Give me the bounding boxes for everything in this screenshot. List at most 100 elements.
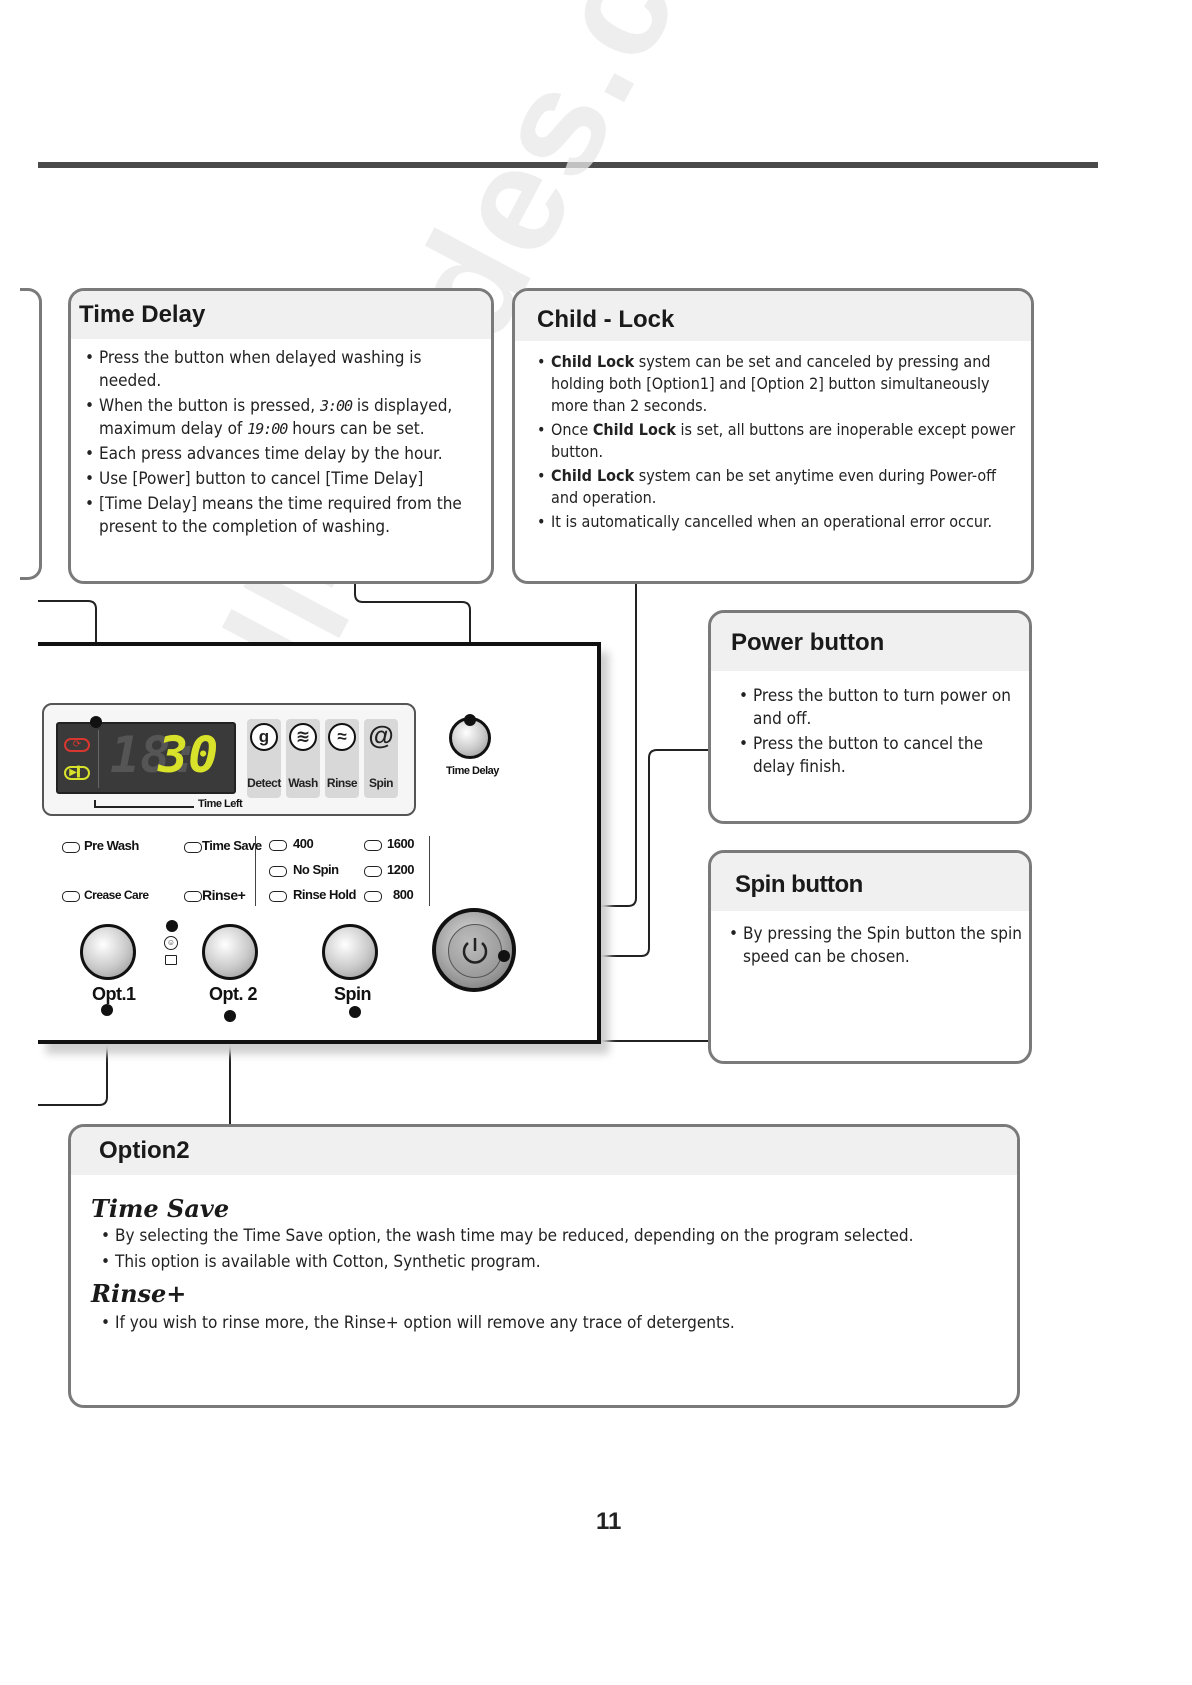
speed-label: No Spin [293, 862, 339, 877]
spin-button-box: Spin button By pressing the Spin button … [708, 850, 1032, 1064]
header-rule [38, 162, 1098, 168]
time-save-bullet-1: By selecting the Time Save option, the w… [97, 1225, 999, 1248]
power-button-bullet-2: Press the button to cancel the delay fin… [735, 733, 1019, 779]
connector-dot [166, 920, 178, 932]
time-delay-bullet-3: Each press advances time delay by the ho… [81, 443, 481, 466]
child-lock-title: Child - Lock [515, 291, 1031, 341]
spin-button-list: By pressing the Spin button the spin spe… [711, 911, 1029, 969]
option2-title: Option2 [71, 1127, 1017, 1175]
led-pre-wash [62, 842, 80, 853]
rinse-icon: ≈ [328, 723, 356, 751]
panel-divider [429, 836, 430, 906]
led-speed-800 [364, 891, 382, 902]
program-spin: @ Spin [364, 719, 398, 798]
program-detect: g Detect [247, 719, 281, 798]
connector-dot [224, 1010, 236, 1022]
child-lock-bullet-3: Child Lock system can be set anytime eve… [533, 465, 1017, 509]
power-knob[interactable] [432, 908, 516, 992]
rinse-plus-list: If you wish to rinse more, the Rinse+ op… [91, 1312, 999, 1335]
play-pause-icon: ▶▍ [64, 766, 90, 780]
program-label: Detect [247, 776, 281, 790]
program-rinse: ≈ Rinse [325, 719, 359, 798]
option2-box: Option2 Time Save By selecting the Time … [68, 1124, 1020, 1408]
connector-dot [349, 1006, 361, 1018]
child-lock-b2-pre: Once [551, 420, 589, 439]
child-lock-term: Child Lock [551, 466, 635, 485]
program-wash: ≋ Wash [286, 719, 320, 798]
connector-dot [498, 950, 510, 962]
spin-button-title: Spin button [711, 853, 1029, 911]
power-knob-inner [448, 924, 502, 978]
time-delay-b2-post: hours can be set. [292, 419, 425, 439]
left-box-edge [20, 288, 42, 580]
spin-icon: @ [368, 720, 394, 750]
time-delay-knob-label: Time Delay [446, 765, 499, 777]
delay-icon: ⟳ [64, 738, 90, 752]
time-save-heading: Time Save [91, 1194, 230, 1223]
lcd-divider [98, 730, 99, 788]
child-lock-term: Child Lock [551, 352, 635, 371]
power-button-list: Press the button to turn power on and of… [711, 671, 1029, 779]
time-left-line [94, 800, 96, 808]
time-save-list: By selecting the Time Save option, the w… [91, 1225, 999, 1274]
connector-dot [464, 714, 476, 726]
child-lock-bullet-4: It is automatically cancelled when an op… [533, 511, 1017, 533]
child-lock-padlock-icon [165, 955, 177, 965]
time-delay-display-3: 3:00 [319, 397, 353, 415]
lcd-digits-dim: 18: [110, 726, 201, 784]
child-lock-box: Child - Lock Child Lock system can be se… [512, 288, 1034, 584]
connector-dot [101, 1004, 113, 1016]
option2-label: Opt. 2 [209, 984, 258, 1004]
option2-knob[interactable] [202, 924, 258, 980]
connector-dot [90, 716, 102, 728]
time-delay-box: Time Delay Press the button when delayed… [68, 288, 494, 584]
child-lock-bullet-1: Child Lock system can be set and cancele… [533, 351, 1017, 417]
detect-icon: g [250, 723, 278, 751]
time-delay-b2-pre: When the button is pressed, [99, 396, 316, 416]
program-label: Spin [369, 776, 394, 790]
page-number: 11 [596, 1508, 622, 1535]
wash-icon: ≋ [289, 723, 317, 751]
speed-label: 400 [293, 836, 314, 851]
time-delay-b2-mid: is displayed, maximum delay of [99, 396, 453, 439]
rinse-plus-label: Rinse+ [202, 887, 246, 903]
lcd-display: ⟳ ▶▍ 18: 30 [56, 722, 236, 794]
time-delay-bullet-4: Use [Power] button to cancel [Time Delay… [81, 468, 481, 491]
panel-divider [255, 836, 256, 906]
time-save-bullet-2: This option is available with Cotton, Sy… [97, 1251, 999, 1274]
spin-label: Spin [334, 984, 372, 1004]
crease-care-label: Crease Care [84, 888, 149, 902]
lcd-digits-lit: 30 [158, 726, 219, 784]
child-lock-b1-text: system can be set and canceled by pressi… [551, 352, 991, 415]
led-crease-care [62, 891, 80, 902]
option1-label: Opt.1 [92, 984, 136, 1004]
child-lock-term: Child Lock [592, 420, 676, 439]
led-rinse-plus [184, 891, 202, 902]
power-icon [462, 938, 488, 964]
time-delay-display-19: 19:00 [247, 420, 288, 438]
speed-label: Rinse Hold [293, 887, 356, 902]
power-button-box: Power button Press the button to turn po… [708, 610, 1032, 824]
child-lock-list: Child Lock system can be set and cancele… [515, 341, 1031, 533]
led-speed-1600 [364, 840, 382, 851]
spin-button-bullet-1: By pressing the Spin button the spin spe… [725, 923, 1025, 969]
time-delay-bullet-5: [Time Delay] means the time required fro… [81, 493, 481, 539]
child-lock-bullet-2: Once Child Lock is set, all buttons are … [533, 419, 1017, 463]
option1-knob[interactable] [80, 924, 136, 980]
speed-label: 800 [393, 887, 414, 902]
spin-knob[interactable] [322, 924, 378, 980]
led-speed-1200 [364, 866, 382, 877]
pre-wash-label: Pre Wash [84, 838, 139, 853]
time-left-line [94, 806, 194, 808]
power-button-title: Power button [711, 613, 1029, 671]
child-lock-b3-text: system can be set anytime even during Po… [551, 466, 997, 507]
rinse-plus-bullet-1: If you wish to rinse more, the Rinse+ op… [97, 1312, 999, 1335]
child-lock-b2-text: is set, all buttons are inoperable excep… [551, 420, 1016, 461]
led-time-save [184, 842, 202, 853]
program-label: Wash [288, 776, 318, 790]
time-delay-bullet-1: Press the button when delayed washing is… [81, 347, 481, 393]
child-lock-face-icon: ☺ [164, 936, 178, 950]
speed-label: 1200 [387, 862, 414, 877]
time-left-label: Time Left [198, 798, 243, 810]
led-rinse-hold [269, 891, 287, 902]
